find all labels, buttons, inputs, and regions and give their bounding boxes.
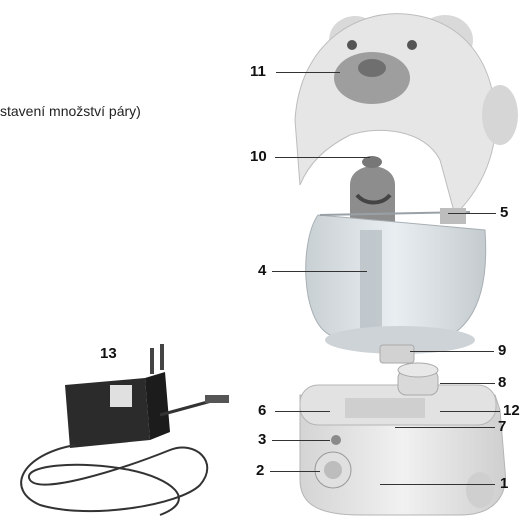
- callout-9: 9: [498, 342, 506, 359]
- control-dial: [315, 452, 351, 488]
- indicator-light: [331, 435, 341, 445]
- mist-knob: [398, 363, 438, 395]
- tank-cap: [380, 345, 414, 363]
- leader-line-10: [275, 157, 370, 158]
- callout-5: 5: [500, 204, 508, 221]
- callout-4: 4: [258, 262, 266, 279]
- base-unit: [300, 385, 505, 515]
- callout-10: 10: [250, 148, 267, 165]
- leader-line-11: [276, 72, 340, 73]
- callout-6: 6: [258, 402, 266, 419]
- leader-line-9: [410, 351, 494, 352]
- leader-line-7: [395, 427, 495, 428]
- callout-8: 8: [498, 374, 506, 391]
- caption-fragment: stavení množství páry): [0, 103, 141, 119]
- leader-line-2: [270, 471, 320, 472]
- callout-1: 1: [500, 475, 508, 492]
- callout-3: 3: [258, 431, 266, 448]
- leader-line-4: [272, 271, 367, 272]
- bear-head-cover: [295, 14, 518, 215]
- leader-line-6: [275, 411, 330, 412]
- leader-line-8: [440, 383, 495, 384]
- leader-line-1: [380, 484, 495, 485]
- callout-13: 13: [100, 345, 117, 362]
- leader-line-12: [440, 411, 500, 412]
- callout-2: 2: [256, 462, 264, 479]
- callout-7: 7: [498, 418, 506, 435]
- leader-line-5: [448, 213, 496, 214]
- leader-line-3: [272, 440, 330, 441]
- power-adapter: [21, 344, 229, 515]
- callout-11: 11: [250, 63, 266, 80]
- water-tank: [306, 208, 486, 354]
- callout-12: 12: [503, 402, 520, 419]
